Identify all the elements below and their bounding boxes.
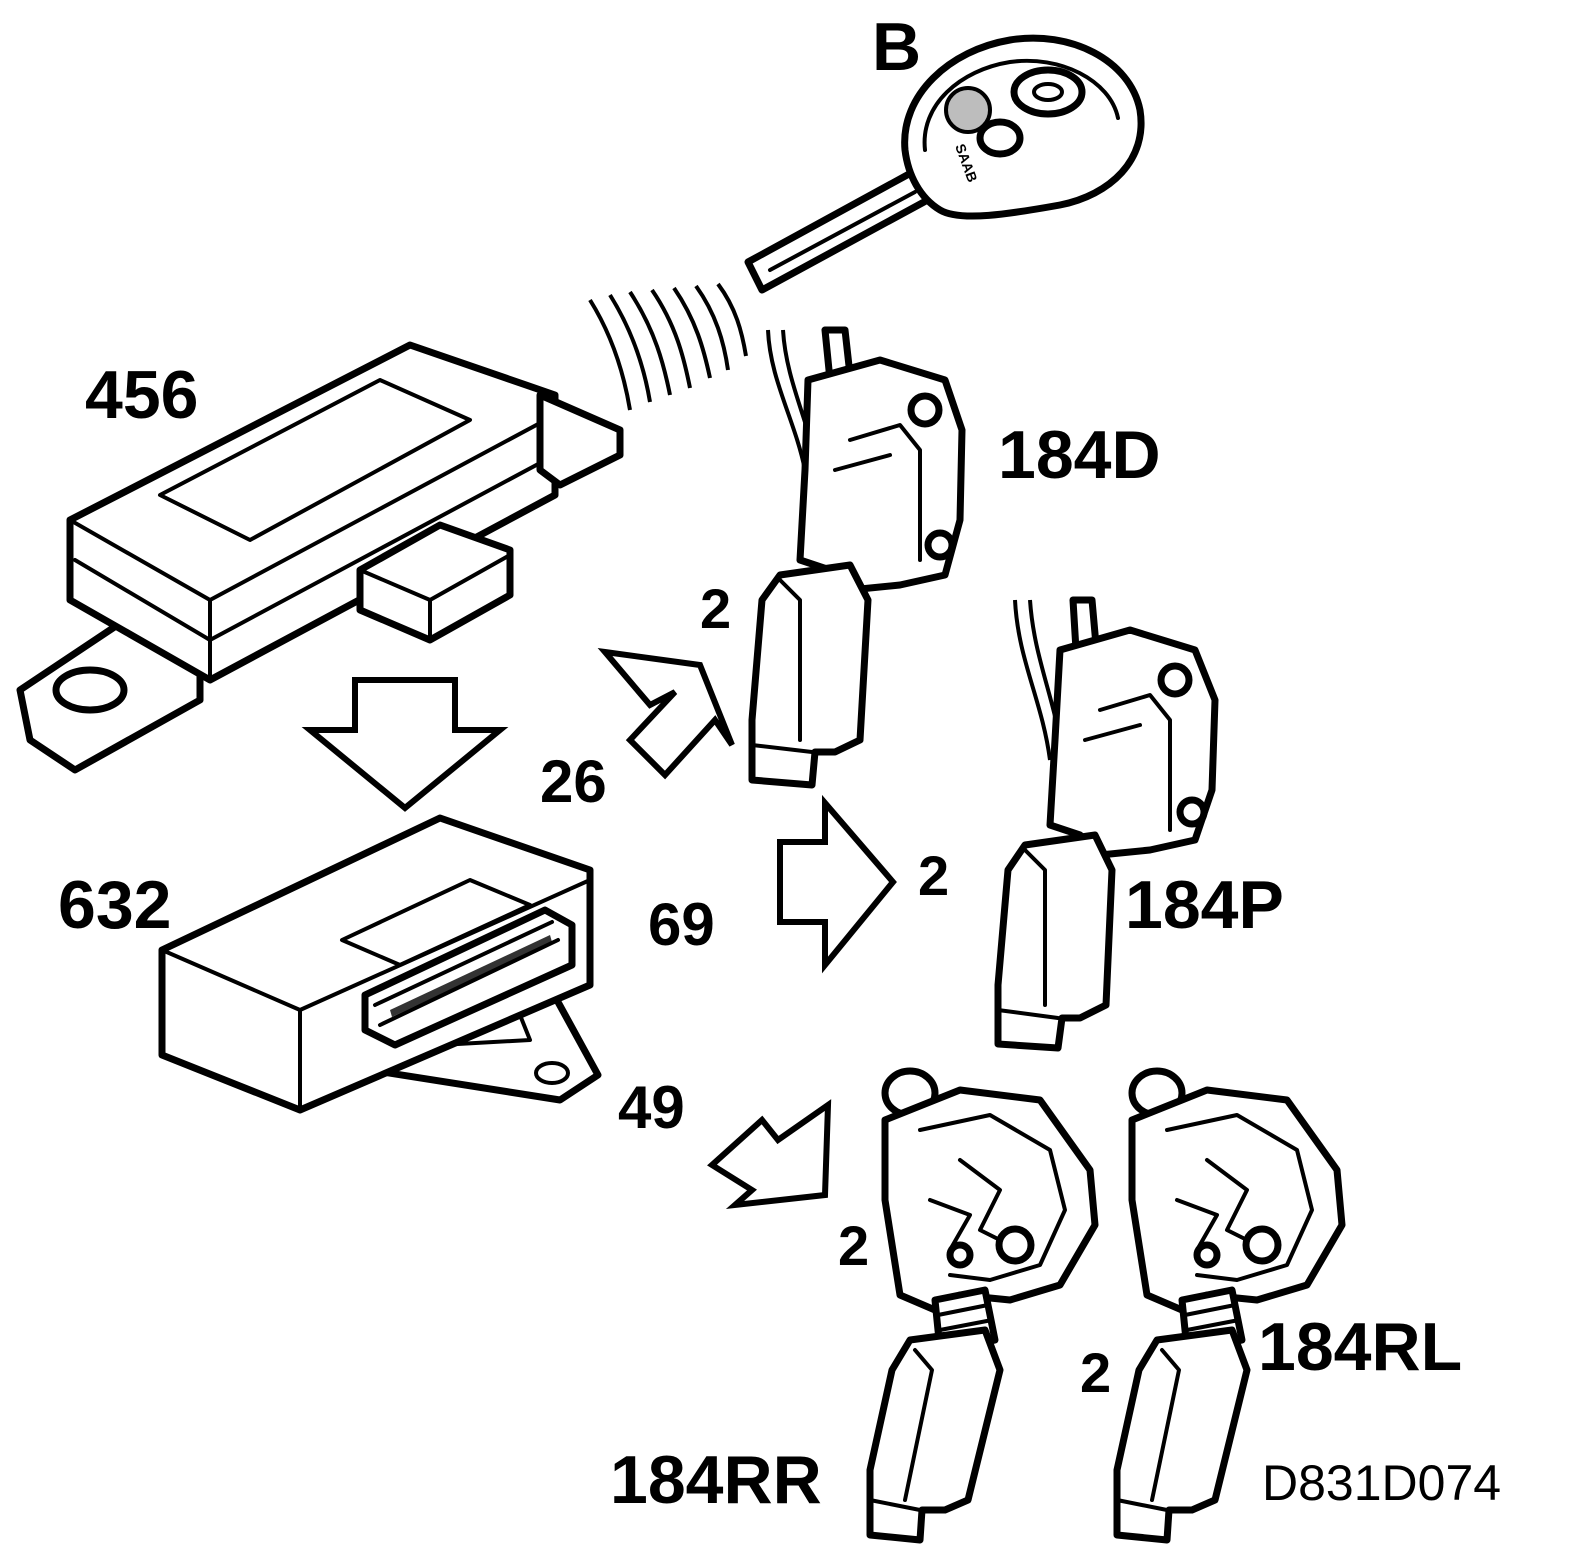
key-button-trunk [976,118,1024,158]
label-456: 456 [85,357,198,433]
label-key: B [872,9,921,85]
lock-unit-front-passenger [994,596,1219,1052]
label-184RR: 184RR [610,1442,822,1518]
label-184D: 184D [998,417,1161,493]
lock-unit-front-driver [748,326,966,789]
label-motor-184P: 2 [918,844,949,907]
radio-waves [588,282,748,411]
label-motor-184RL: 2 [1080,1341,1111,1404]
label-wire-69: 69 [648,891,715,958]
label-184RL: 184RL [1258,1309,1462,1385]
label-wire-49: 49 [618,1074,685,1141]
key-button-lock [1010,66,1086,118]
label-184P: 184P [1125,867,1284,943]
label-wire-26: 26 [540,748,607,815]
label-632: 632 [58,867,171,943]
arrow-69-to-184P [777,794,897,974]
arrow-49-to-184RR [707,1099,832,1210]
receiver-module [16,341,624,774]
lock-unit-rear-left [1113,1067,1346,1544]
arrow-456-to-632 [301,677,509,812]
arrow-26-to-184D [597,647,735,780]
remote-key: SAAB [744,34,1145,294]
reference-code: D831D074 [1262,1455,1501,1511]
lock-unit-rear-right [866,1067,1099,1544]
control-module [158,814,602,1114]
label-motor-184D: 2 [700,577,731,640]
key-button-unlock [944,86,992,134]
label-motor-184RR: 2 [838,1214,869,1277]
